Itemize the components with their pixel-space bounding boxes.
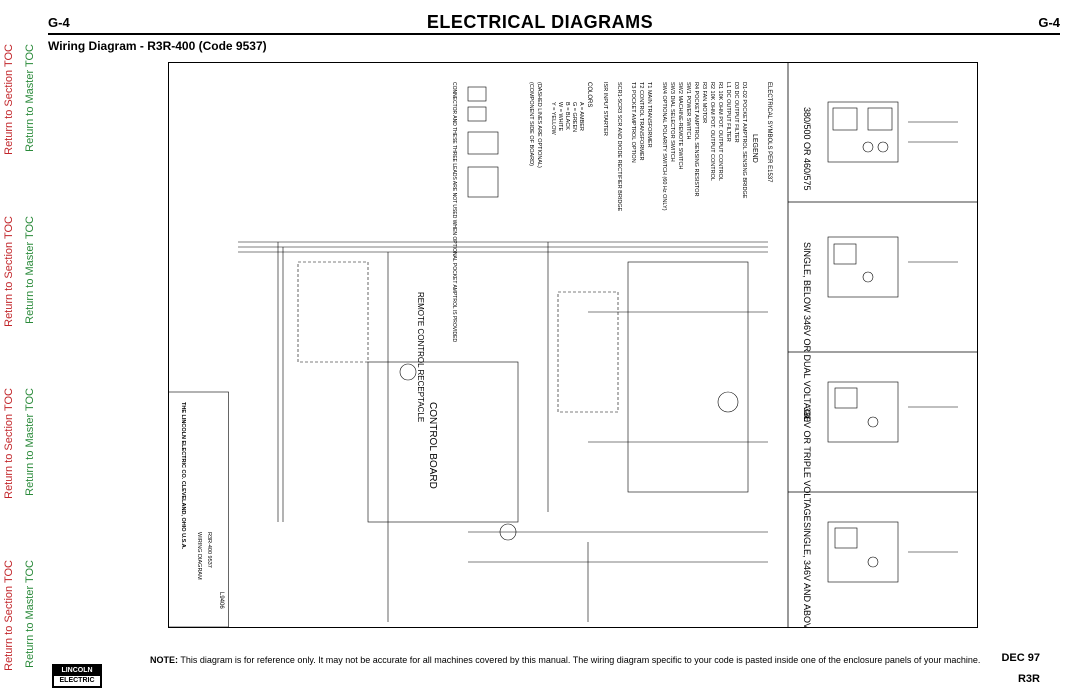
logo-bottom-text: ELECTRIC <box>59 677 95 684</box>
legend-list: D1-D2 POCKET AMPTROL SENSING BRIDGE D3 D… <box>602 82 747 212</box>
color-item: W = WHITE <box>557 102 563 132</box>
diagram-border <box>168 62 978 628</box>
legend-item: D3 DC OUTPUT FILTER <box>733 82 739 143</box>
company-name: THE LINCOLN ELECTRIC CO. CLEVELAND, OHIO… <box>180 402 186 550</box>
legend-item: R4 POCKET AMPTROL SENSING RESISTOR <box>693 82 699 197</box>
voltage-panel-1-label: 380/500 OR 460/575 <box>802 107 812 191</box>
voltage-panel-2-label: SINGLE, BELOW 346V OR DUAL VOLTAGE <box>802 242 812 422</box>
color-item: G = GREEN <box>571 102 577 132</box>
wiring-diagram: 380/500 OR 460/575 SINGLE, BELOW 346V OR… <box>168 62 978 628</box>
legend-item: T3 POCKET AMPTROL OPTION <box>630 82 636 163</box>
page-code-left: G-4 <box>48 15 70 30</box>
note-text: This diagram is for reference only. It m… <box>180 655 981 665</box>
voltage-panel-4-label: SINGLE, 346V AND ABOVE (EXCEPT 380V) <box>802 522 812 628</box>
header-rule <box>48 33 1060 35</box>
return-to-section-toc-link[interactable]: Return to Section TOC <box>3 44 15 155</box>
return-to-section-toc-link[interactable]: Return to Section TOC <box>3 388 15 499</box>
title-block <box>168 391 229 628</box>
machine-codes: R3R-400 9537 <box>206 532 212 568</box>
colors-list: A = AMBER G = GREEN B = BLACK W = WHITE … <box>550 102 584 135</box>
drawing-number: L9406 <box>218 592 224 609</box>
return-to-master-toc-link[interactable]: Return to Master TOC <box>24 560 36 668</box>
colors-title: COLORS <box>586 82 592 107</box>
legend-item: R2 10K OHM POT. OUTPUT CONTROL <box>709 82 715 181</box>
electrical-symbols-note: ELECTRICAL SYMBOLS PER E1537 <box>766 82 772 183</box>
diagram-subtitle: Wiring Diagram - R3R-400 (Code 9537) <box>48 39 267 53</box>
note-prefix: NOTE: <box>150 655 178 665</box>
color-item: Y = YELLOW <box>550 102 556 135</box>
return-to-master-toc-link[interactable]: Return to Master TOC <box>24 44 36 152</box>
legend-item: SW1 POWER SWITCH <box>685 82 691 139</box>
legend-item: T2 CONTROL TRANSFORMER <box>638 82 644 161</box>
return-to-section-toc-link[interactable]: Return to Section TOC <box>3 560 15 671</box>
dashed-lines-note: (DASHED LINES ARE OPTIONAL) <box>536 82 542 168</box>
page-title: ELECTRICAL DIAGRAMS <box>426 12 654 32</box>
color-item: A = AMBER <box>578 102 584 131</box>
legend-item: R1 10K OHM POT. OUTPUT CONTROL <box>717 82 723 181</box>
legend-title: LEGEND <box>751 134 758 163</box>
legend-item: SW3 DIAL SELECTOR SWITCH <box>669 82 675 162</box>
diagram-type: WIRING DIAGRAM <box>196 532 202 580</box>
legend-item: SCR1-SCR3 SCR AND DIODE RECTIFIER BRIDGE <box>616 82 622 212</box>
connector-glyphs <box>467 86 499 198</box>
legend-item: R3 FAN MOTOR <box>701 82 707 123</box>
toc-sidebar: Return to Section TOC Return to Master T… <box>0 0 46 698</box>
legend-item: ISR INPUT STARTER <box>602 82 608 136</box>
control-board-label: CONTROL BOARD <box>427 402 438 489</box>
reference-note: NOTE: This diagram is for reference only… <box>150 655 980 665</box>
legend-item: SW2 MACHINE-REMOTE SWITCH <box>677 82 683 169</box>
lincoln-electric-logo: LINCOLN ELECTRIC <box>52 664 102 688</box>
reconnect-panel-glyphs <box>827 101 958 583</box>
revision-date: DEC 97 <box>1001 652 1040 664</box>
remote-control-receptacle-label: REMOTE CONTROL RECEPTACLE <box>416 292 425 422</box>
legend-item: T1 MAIN TRANSFORMER <box>646 82 652 148</box>
return-to-master-toc-link[interactable]: Return to Master TOC <box>24 388 36 496</box>
return-to-master-toc-link[interactable]: Return to Master TOC <box>24 216 36 324</box>
pocket-amptrol-connector-note: CONNECTOR AND THESE THREE LEADS ARE NOT … <box>451 82 457 342</box>
color-item: B = BLACK <box>564 102 570 130</box>
page-code-right: G-4 <box>1038 15 1060 30</box>
model-code: R3R <box>1017 673 1040 685</box>
voltage-panel-3-label: 380V OR TRIPLE VOLTAGE <box>802 407 812 522</box>
component-side-note: (COMPONENT SIDE OF BOARD) <box>528 82 534 166</box>
schematic-wiring <box>238 241 768 622</box>
logo-top-text: LINCOLN <box>54 666 100 676</box>
legend-item: L1 DC OUTPUT FILTER <box>725 82 731 142</box>
return-to-section-toc-link[interactable]: Return to Section TOC <box>3 216 15 327</box>
legend-item: D1-D2 POCKET AMPTROL SENSING BRIDGE <box>741 82 747 199</box>
legend-item: SW4 OPTIONAL POLARITY SWITCH (60 Hz ONLY… <box>661 82 667 211</box>
